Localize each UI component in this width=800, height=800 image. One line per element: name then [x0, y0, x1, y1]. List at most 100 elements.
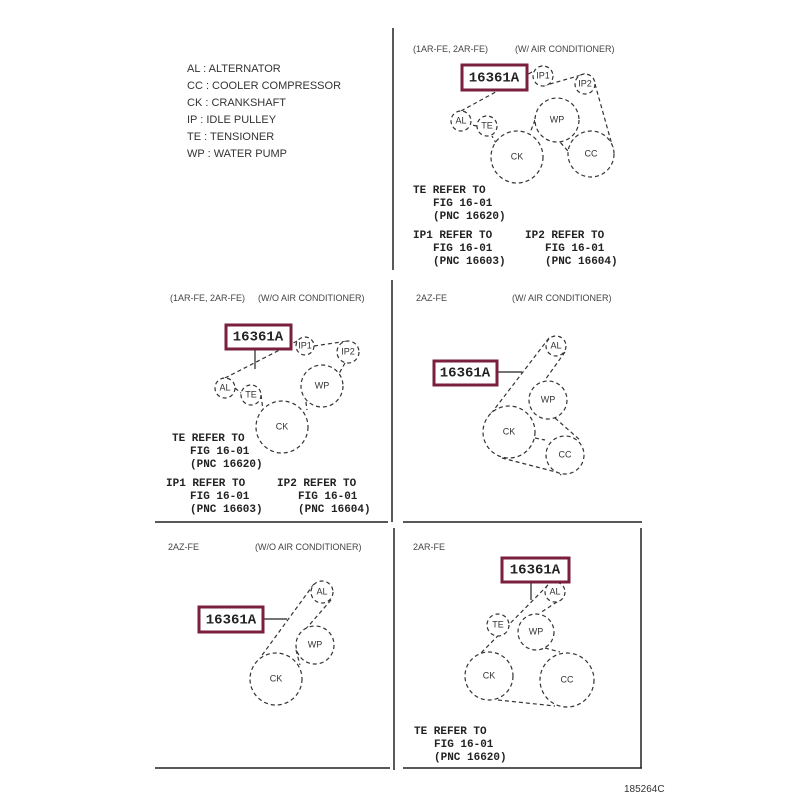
svg-text:WP: WP — [529, 626, 544, 636]
pulley-alternator: AL — [214, 377, 236, 399]
svg-text:IP2: IP2 — [341, 346, 355, 356]
pulley-water-pump: WP — [517, 613, 555, 651]
svg-text:IP1: IP1 — [298, 340, 312, 350]
pulley-cooler-compressor: CC — [567, 130, 615, 178]
svg-text:IP1 REFER TO: IP1 REFER TO — [166, 478, 246, 490]
svg-text:FIG 16-01: FIG 16-01 — [434, 739, 494, 751]
belt — [259, 583, 332, 666]
pulley-water-pump: WP — [295, 625, 335, 665]
pulley-water-pump: WP — [534, 97, 580, 143]
svg-text:TE REFER TO: TE REFER TO — [413, 185, 486, 197]
pulley-tensioner: TE — [240, 384, 262, 406]
engine-label: 2AZ-FE — [416, 293, 447, 303]
svg-text:WP: WP — [550, 114, 565, 124]
svg-text:AL: AL — [549, 586, 560, 596]
part-number-callout[interactable]: 16361A — [197, 605, 265, 634]
engine-label: 2AR-FE — [413, 542, 445, 552]
pulley-alternator: AL — [545, 335, 567, 357]
svg-text:IP1: IP1 — [536, 70, 550, 80]
svg-text:FIG 16-01: FIG 16-01 — [433, 243, 493, 255]
engine-label: 2AZ-FE — [168, 542, 199, 552]
panel-2: (1AR-FE, 2AR-FE) (W/O AIR CONDITIONER) I… — [166, 293, 371, 516]
svg-text:IP2 REFER TO: IP2 REFER TO — [277, 478, 357, 490]
svg-text:TE: TE — [481, 120, 493, 130]
part-number-callout[interactable]: 16361A — [224, 323, 293, 351]
svg-text:16361A: 16361A — [206, 613, 257, 629]
pulley-crankshaft: CK — [482, 405, 536, 459]
svg-text:16361A: 16361A — [510, 563, 561, 579]
svg-text:WP: WP — [541, 394, 556, 404]
reference-note: IP1 REFER TO FIG 16-01 (PNC 16603) — [166, 478, 263, 516]
pulley-cooler-compressor: CC — [539, 652, 595, 708]
svg-text:16361A: 16361A — [233, 330, 284, 346]
reference-note: IP2 REFER TO FIG 16-01 (PNC 16604) — [277, 478, 371, 516]
panel-4: 2AZ-FE (W/O AIR CONDITIONER) AL WP CK 16… — [168, 542, 362, 706]
pulley-tensioner: TE — [476, 115, 498, 137]
reference-note: IP2 REFER TO FIG 16-01 (PNC 16604) — [525, 230, 618, 268]
condition-label: (W/ AIR CONDITIONER) — [512, 293, 612, 303]
reference-note: TE REFER TO FIG 16-01 (PNC 16620) — [413, 185, 506, 223]
svg-text:TE REFER TO: TE REFER TO — [172, 433, 245, 445]
pulley-alternator: AL — [544, 581, 566, 603]
svg-text:16361A: 16361A — [440, 366, 491, 382]
part-number-callout[interactable]: 16361A — [432, 359, 499, 387]
legend: AL : ALTERNATOR CC : COOLER COMPRESSOR C… — [187, 63, 341, 160]
legend-item: WP : WATER PUMP — [187, 148, 287, 160]
svg-text:IP1 REFER TO: IP1 REFER TO — [413, 230, 493, 242]
legend-item: TE : TENSIONER — [187, 131, 274, 143]
legend-item: AL : ALTERNATOR — [187, 63, 281, 75]
svg-text:FIG 16-01: FIG 16-01 — [545, 243, 605, 255]
svg-text:WP: WP — [315, 380, 330, 390]
pulley-alternator: AL — [450, 110, 472, 132]
engine-label: (1AR-FE, 2AR-FE) — [413, 44, 488, 54]
svg-text:WP: WP — [308, 639, 323, 649]
panel-1: (1AR-FE, 2AR-FE) (W/ AIR CONDITIONER) IP… — [413, 44, 618, 268]
svg-text:FIG 16-01: FIG 16-01 — [190, 491, 250, 503]
svg-text:IP2: IP2 — [578, 78, 592, 88]
panel-3: 2AZ-FE (W/ AIR CONDITIONER) AL WP CK CC … — [416, 293, 612, 476]
condition-label: (W/O AIR CONDITIONER) — [258, 293, 365, 303]
svg-text:CC: CC — [585, 148, 598, 158]
pulley-ip1: IP1 — [295, 336, 315, 356]
legend-item: CC : COOLER COMPRESSOR — [187, 80, 341, 92]
svg-text:16361A: 16361A — [469, 71, 520, 87]
svg-text:AL: AL — [219, 382, 230, 392]
reference-note: TE REFER TO FIG 16-01 (PNC 16620) — [414, 726, 507, 764]
svg-text:CK: CK — [503, 426, 516, 436]
part-number-callout[interactable]: 16361A — [500, 556, 571, 584]
pulley-ip2: IP2 — [574, 73, 596, 95]
condition-label: (W/ AIR CONDITIONER) — [515, 44, 615, 54]
pulley-alternator: AL — [310, 580, 334, 604]
engine-label: (1AR-FE, 2AR-FE) — [170, 293, 245, 303]
reference-note: IP1 REFER TO FIG 16-01 (PNC 16603) — [413, 230, 506, 268]
svg-text:FIG 16-01: FIG 16-01 — [298, 491, 358, 503]
svg-text:CK: CK — [276, 421, 289, 431]
belt — [224, 336, 349, 411]
svg-text:CK: CK — [511, 151, 524, 161]
part-number-callout[interactable]: 16361A — [460, 63, 529, 92]
svg-text:(PNC 16620): (PNC 16620) — [434, 752, 507, 764]
svg-text:AL: AL — [316, 586, 327, 596]
pulley-water-pump: WP — [528, 380, 568, 420]
svg-text:CC: CC — [559, 449, 572, 459]
svg-text:IP2 REFER TO: IP2 REFER TO — [525, 230, 605, 242]
svg-text:TE: TE — [245, 389, 257, 399]
pulley-water-pump: WP — [300, 364, 344, 408]
pulley-ip2: IP2 — [336, 340, 360, 364]
belt — [489, 337, 581, 476]
legend-item: CK : CRANKSHAFT — [187, 97, 286, 109]
svg-text:(PNC 16603): (PNC 16603) — [433, 256, 506, 268]
svg-text:CK: CK — [270, 673, 283, 683]
pulley-cooler-compressor: CC — [545, 435, 585, 475]
pulley-crankshaft: CK — [255, 400, 309, 454]
figure-id: 185264C — [624, 784, 665, 795]
reference-note: TE REFER TO FIG 16-01 (PNC 16620) — [172, 433, 263, 471]
panel-5: 2AR-FE AL TE WP CK CC 16361A TE REFER TO… — [413, 542, 595, 764]
svg-text:TE: TE — [492, 619, 504, 629]
svg-text:(PNC 16620): (PNC 16620) — [433, 211, 506, 223]
pulley-tensioner: TE — [486, 613, 510, 637]
svg-text:CK: CK — [483, 670, 496, 680]
svg-text:CC: CC — [561, 674, 574, 684]
pulley-crankshaft: CK — [464, 651, 514, 701]
